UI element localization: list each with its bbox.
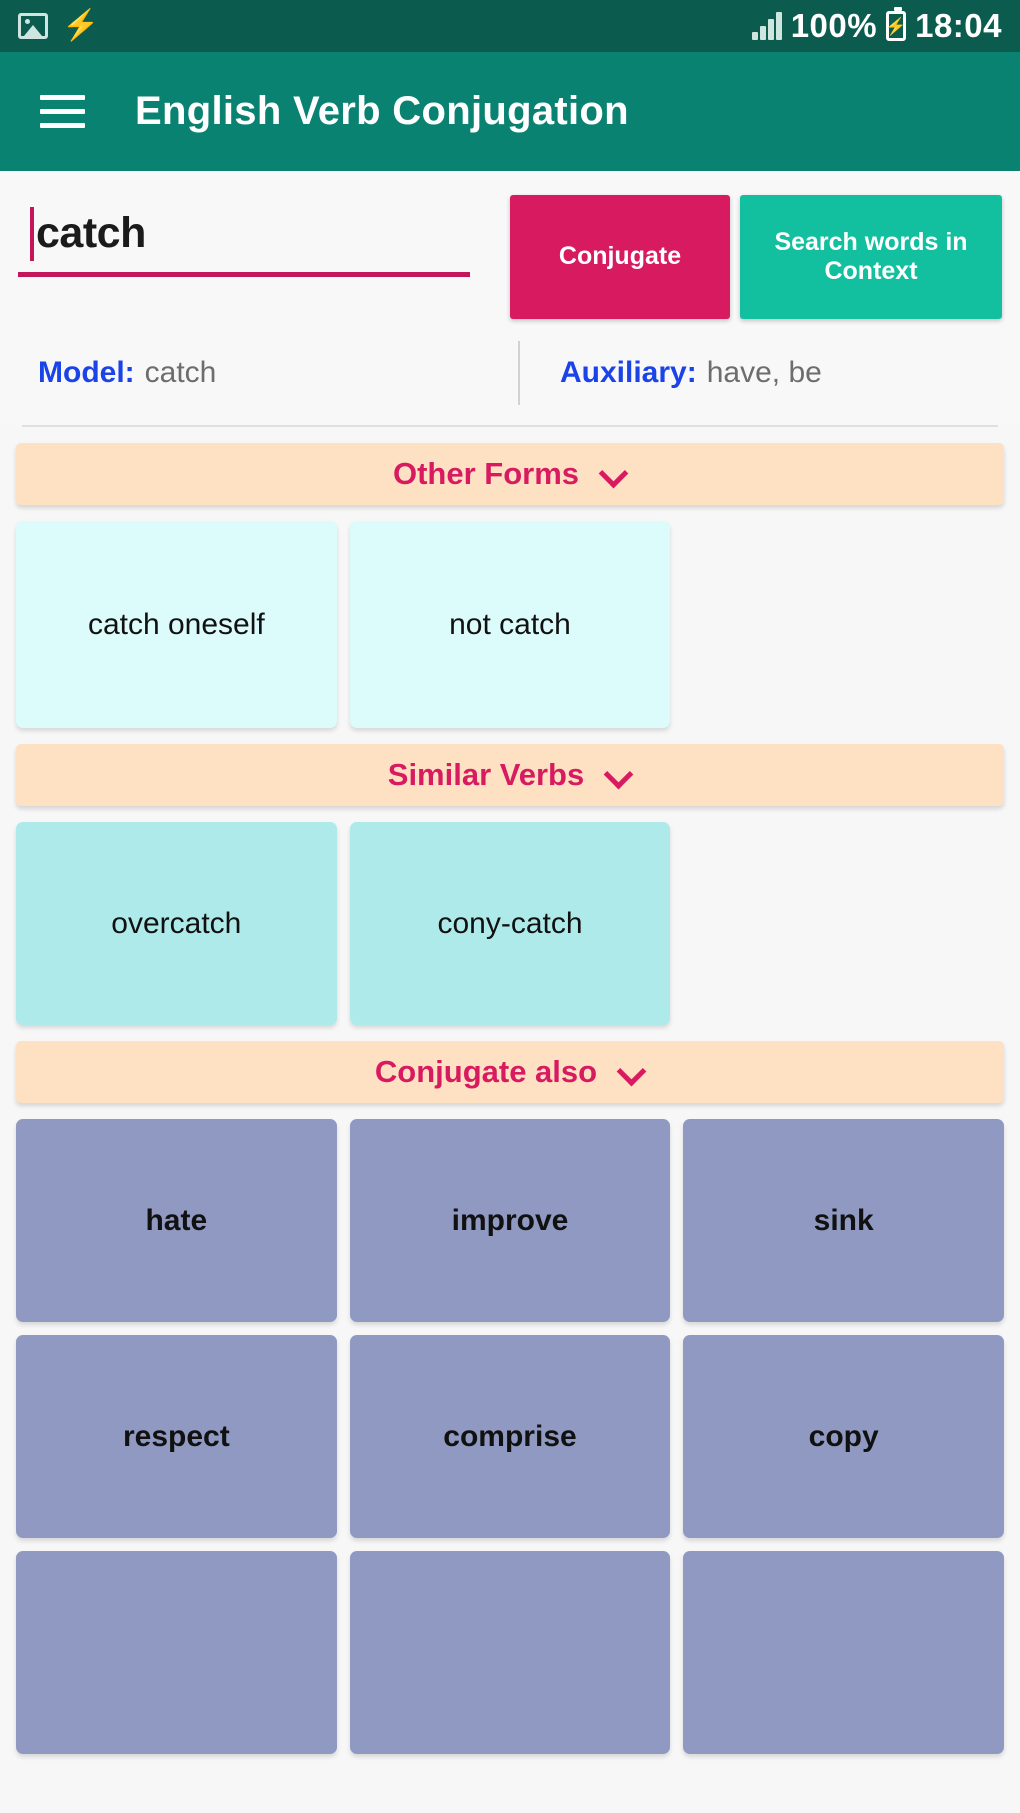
- signal-bars-icon: [751, 12, 782, 40]
- section-title: Conjugate also: [374, 1054, 598, 1089]
- bolt-icon: ⚡: [62, 9, 100, 42]
- search-panel: catch Conjugate Search words in Context: [0, 171, 1020, 319]
- section-header-conjugate-also[interactable]: Conjugate also: [16, 1041, 1004, 1103]
- conjugate-also-card[interactable]: [349, 1551, 671, 1754]
- hamburger-menu-icon[interactable]: [40, 95, 85, 128]
- page-title: English Verb Conjugation: [135, 89, 629, 133]
- status-bar: ⚡ 100% ⚡ 18:04: [0, 0, 1020, 52]
- search-words-in-context-button[interactable]: Search words in Context: [740, 195, 1002, 319]
- conjugate-also-card[interactable]: respect: [16, 1335, 337, 1538]
- verb-search-input[interactable]: catch: [18, 195, 470, 277]
- conjugate-also-grid: hate improve sink respect comprise copy: [0, 1103, 1020, 1754]
- verb-input-value: catch: [36, 209, 146, 257]
- battery-charging-icon: ⚡: [885, 7, 906, 41]
- conjugate-also-card[interactable]: improve: [349, 1119, 671, 1322]
- status-bar-left: ⚡: [18, 11, 99, 41]
- text-caret: [30, 206, 34, 261]
- conjugate-also-card[interactable]: copy: [683, 1335, 1004, 1538]
- conjugate-also-card[interactable]: comprise: [349, 1335, 671, 1538]
- chevron-down-icon[interactable]: [606, 762, 632, 788]
- auxiliary-label: Auxiliary:: [560, 356, 697, 389]
- model-value: catch: [144, 356, 217, 389]
- section-header-similar-verbs[interactable]: Similar Verbs: [16, 744, 1004, 806]
- verb-meta-row: Model: catch Auxiliary: have, be: [0, 319, 1020, 425]
- conjugate-also-card[interactable]: [683, 1551, 1004, 1754]
- conjugate-also-card[interactable]: [16, 1551, 337, 1754]
- other-forms-grid: catch oneself not catch: [0, 505, 1020, 728]
- similar-verbs-grid: overcatch cony-catch: [0, 806, 1020, 1025]
- chevron-down-icon[interactable]: [601, 461, 627, 487]
- image-icon: [18, 13, 48, 39]
- app-bar: English Verb Conjugation: [0, 52, 1020, 171]
- conjugate-button[interactable]: Conjugate: [510, 195, 730, 319]
- section-title: Similar Verbs: [387, 757, 585, 792]
- model-info: Model: catch: [38, 356, 518, 390]
- chevron-down-icon[interactable]: [619, 1059, 645, 1085]
- verb-input-wrapper: catch: [18, 195, 500, 277]
- model-label: Model:: [38, 356, 135, 389]
- meta-divider: [518, 341, 520, 405]
- other-form-card[interactable]: not catch: [349, 521, 671, 728]
- other-form-card[interactable]: catch oneself: [16, 521, 337, 728]
- clock-label: 18:04: [915, 7, 1002, 44]
- battery-percent-label: 100%: [790, 7, 878, 44]
- status-bar-right: 100% ⚡ 18:04: [751, 7, 1002, 45]
- auxiliary-value: have, be: [706, 356, 822, 389]
- meta-underline: [22, 425, 998, 427]
- similar-verb-card[interactable]: overcatch: [16, 822, 337, 1025]
- section-header-other-forms[interactable]: Other Forms: [16, 443, 1004, 505]
- conjugate-also-card[interactable]: hate: [16, 1119, 337, 1322]
- auxiliary-info: Auxiliary: have, be: [520, 356, 822, 390]
- conjugate-also-card[interactable]: sink: [683, 1119, 1004, 1322]
- similar-verb-card[interactable]: cony-catch: [349, 822, 671, 1025]
- section-title: Other Forms: [392, 456, 580, 491]
